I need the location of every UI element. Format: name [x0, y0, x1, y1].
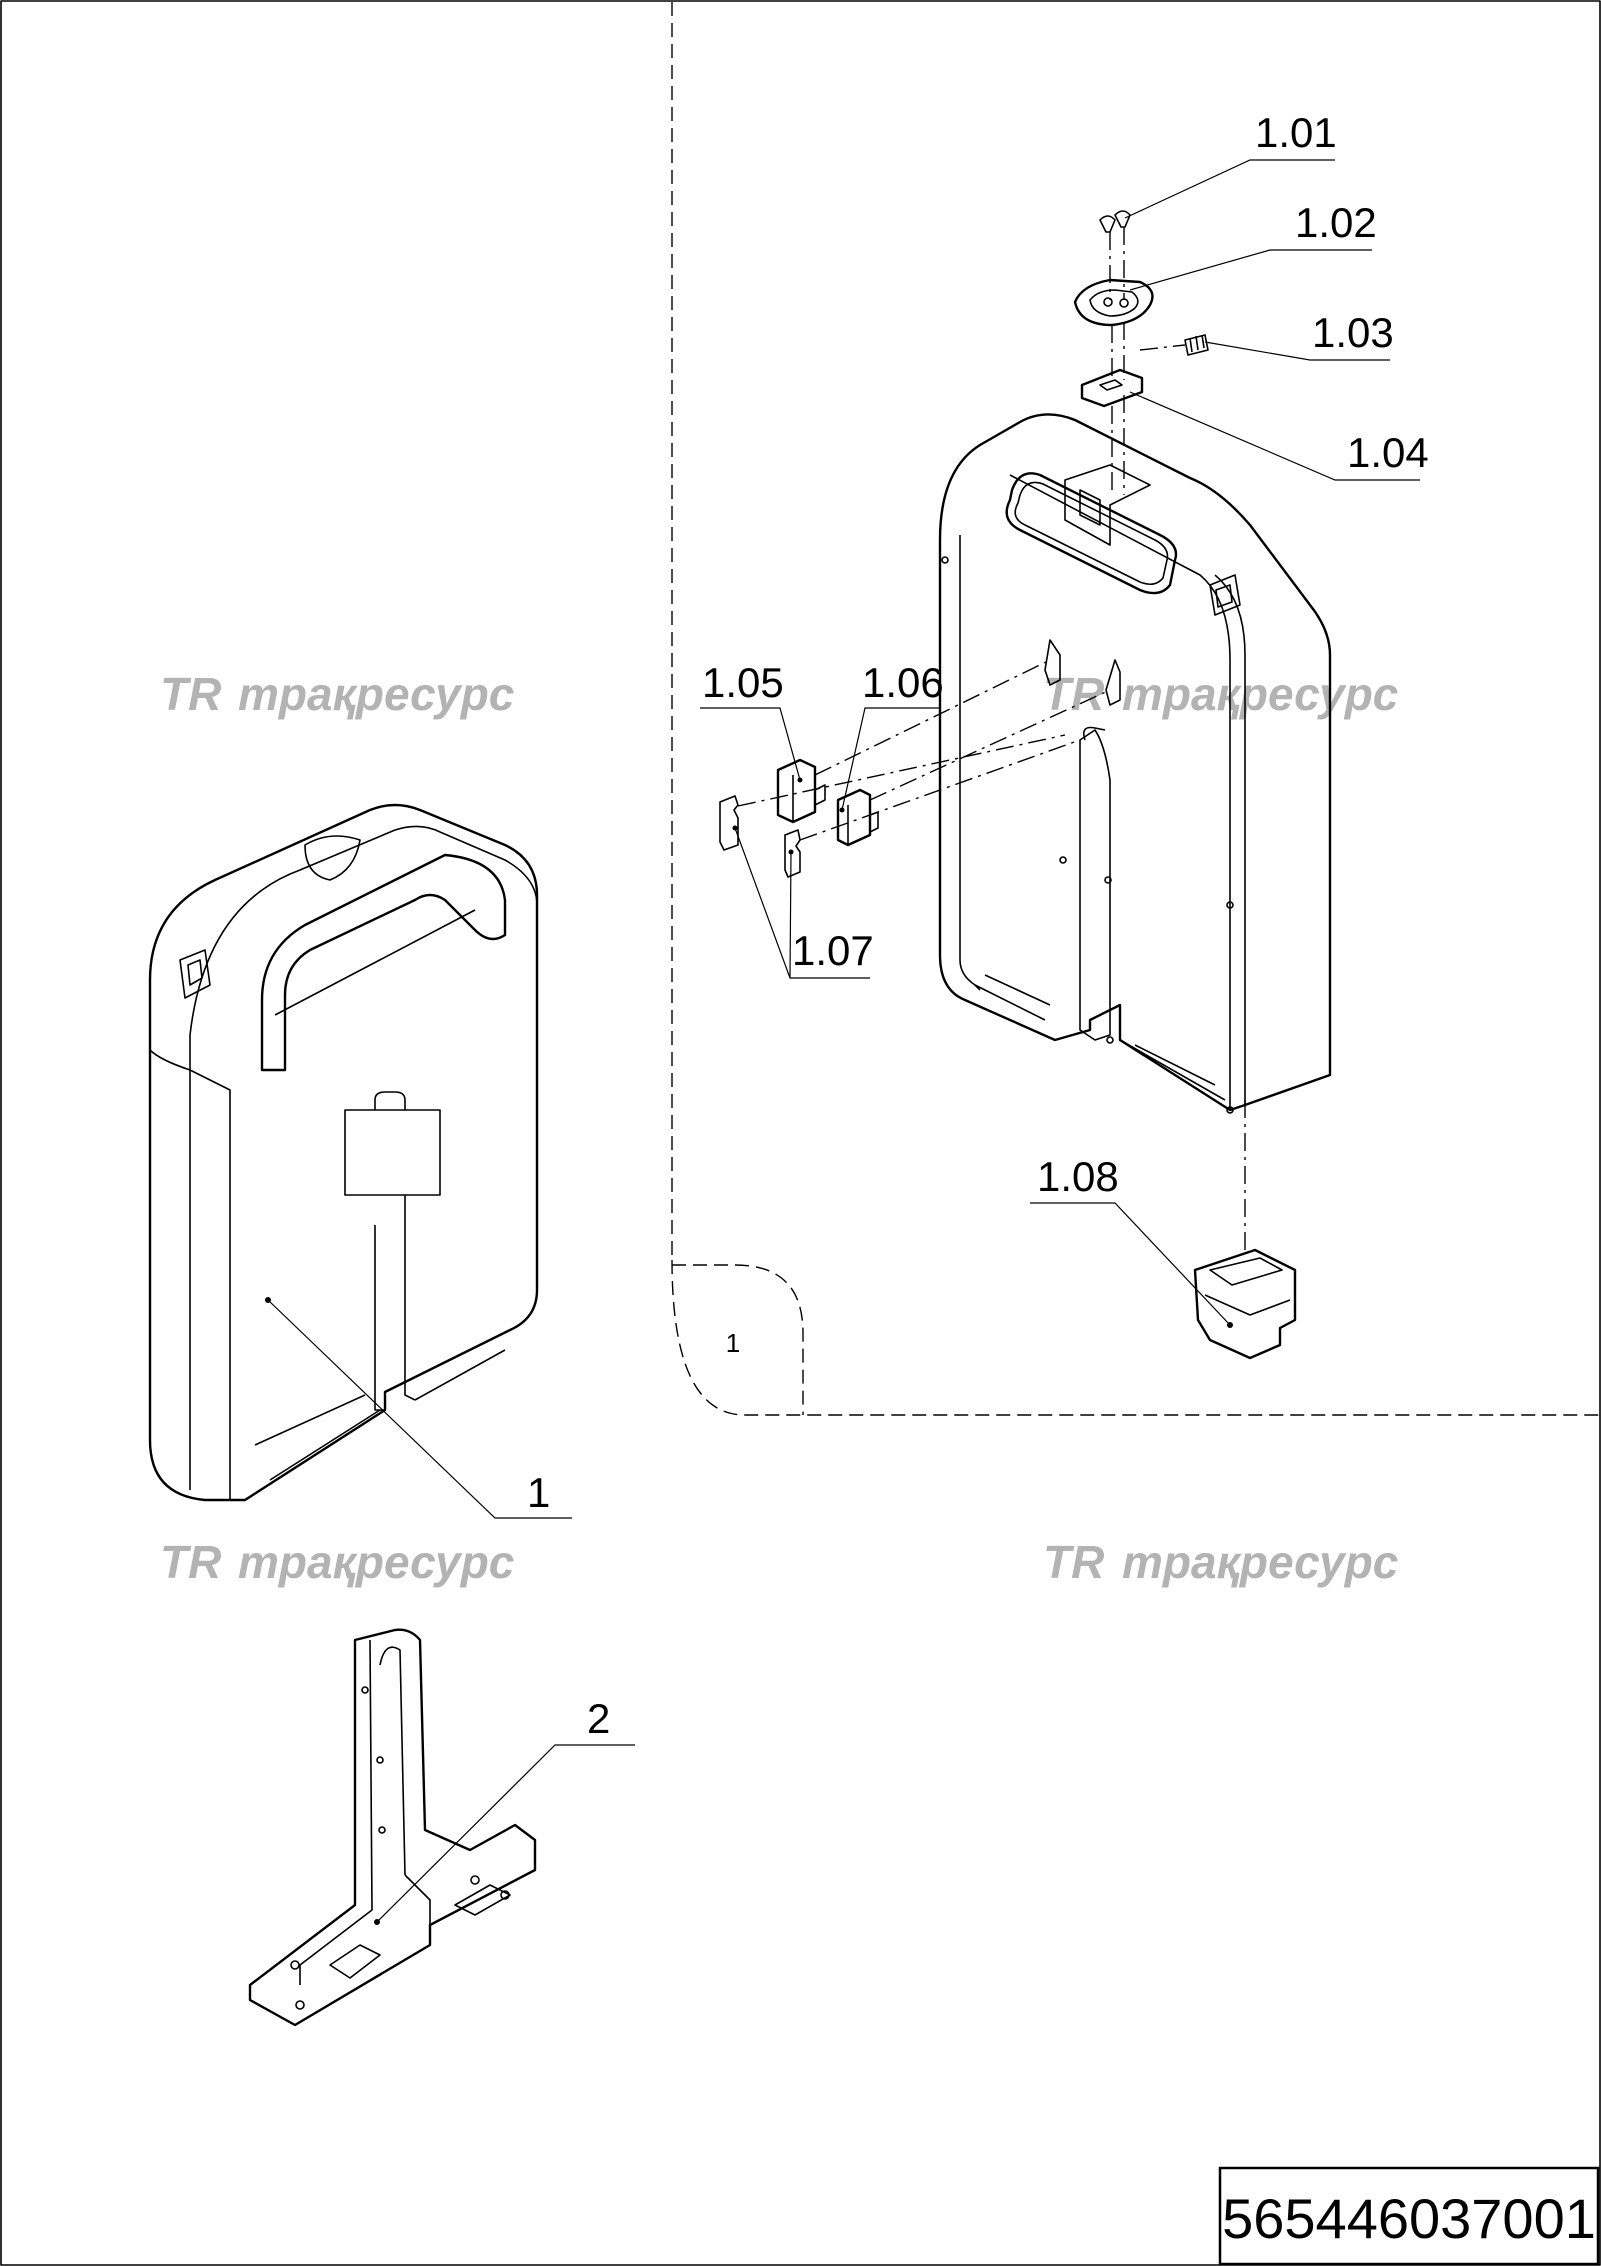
leader-1-04 — [1129, 391, 1420, 481]
callout-1-07: 1.07 — [792, 927, 874, 974]
leader-1-08 — [1030, 1202, 1231, 1326]
watermark-text: трақресурс — [238, 1536, 514, 1588]
watermark-top-right: TR трақресурс — [1043, 668, 1398, 720]
watermark-text: трақресурс — [238, 668, 514, 720]
watermark-top-left: TR трақресурс — [160, 668, 514, 720]
callout-2: 2 — [587, 1695, 610, 1742]
clip-1-06 — [836, 788, 879, 847]
callout-1-01: 1.01 — [1255, 109, 1337, 156]
leader-1-06 — [841, 707, 940, 811]
clip-1-05 — [776, 758, 826, 824]
battery-box-assembled — [148, 803, 539, 1502]
clips-1-07 — [719, 795, 801, 878]
part-number-box — [1218, 2166, 1600, 2266]
callout-1-05: 1.05 — [702, 659, 784, 706]
watermark-bottom-right: TR трақресурс — [1043, 1536, 1398, 1588]
detail-view-frame — [671, 2, 1600, 1416]
cover-plate-1-02 — [1073, 278, 1154, 327]
detail-view-label: 1 — [726, 1328, 740, 1358]
leader-1-05 — [700, 707, 801, 781]
leader-1 — [267, 1299, 572, 1519]
assembly-axis-top — [1109, 227, 1186, 495]
leader-1-03 — [1204, 341, 1390, 361]
callout-1-08: 1.08 — [1037, 1153, 1119, 1200]
assembly-axis-clips — [737, 659, 1111, 841]
callout-1-04: 1.04 — [1347, 429, 1429, 476]
detail-view-label-frame — [672, 1264, 804, 1415]
callout-1-02: 1.02 — [1295, 199, 1377, 246]
callout-1: 1 — [527, 1469, 550, 1516]
battery-housing-exploded — [938, 413, 1332, 1114]
watermark-logo-letters: TR — [160, 1536, 221, 1588]
callout-1-06: 1.06 — [862, 659, 944, 706]
leader-2 — [376, 1744, 635, 1923]
spring-1-03 — [1184, 334, 1209, 356]
callout-1-03: 1.03 — [1312, 309, 1394, 356]
leader-1-07 — [734, 827, 870, 979]
watermark-text: трақресурс — [1122, 668, 1398, 720]
screws-1-01 — [1099, 210, 1131, 233]
part-number: 565446037001 — [1222, 2187, 1596, 2250]
watermark-logo-letters: TR — [1043, 1536, 1104, 1588]
watermark-text: трақресурс — [1122, 1536, 1398, 1588]
connector-1-08 — [1193, 1248, 1297, 1360]
watermark-logo-letters: TR — [160, 668, 221, 720]
leader-1-02 — [1129, 249, 1372, 291]
watermark-logo-letters: TR — [1043, 668, 1104, 720]
mounting-bracket — [248, 1628, 537, 2027]
latch-1-04 — [1080, 368, 1144, 408]
leader-1-01 — [1124, 159, 1335, 219]
watermark-bottom-left: TR трақресурс — [160, 1536, 514, 1588]
